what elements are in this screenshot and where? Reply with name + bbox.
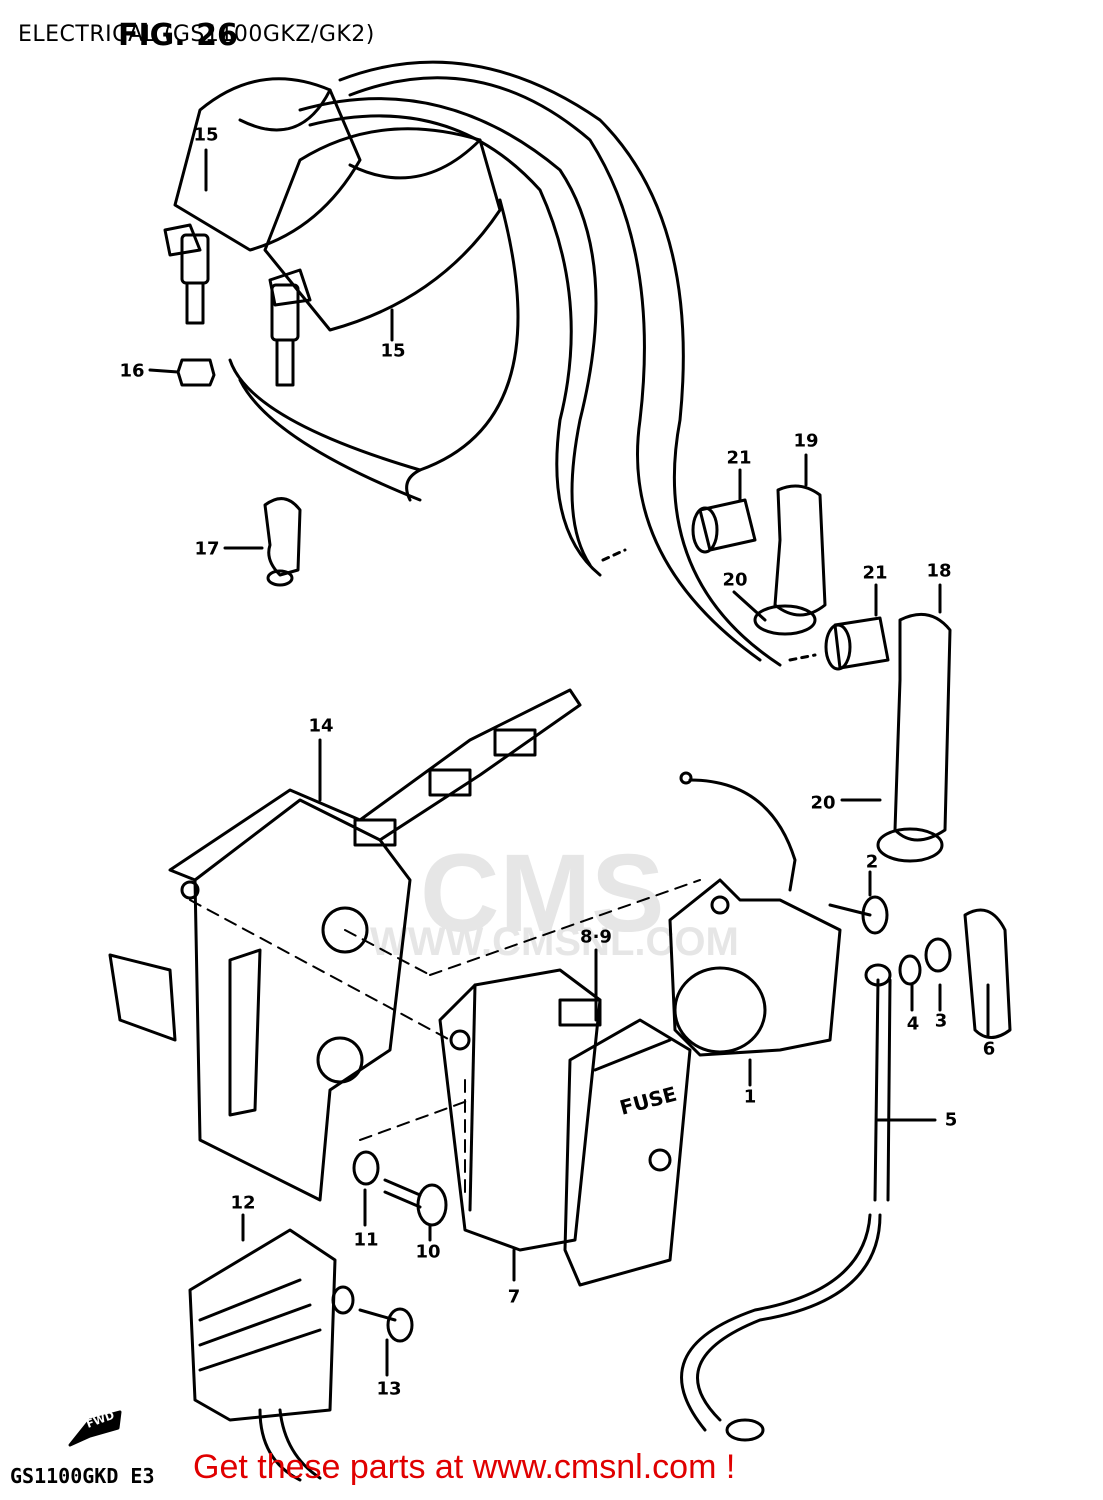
- terminal-boot-6: [963, 908, 1012, 1039]
- callout-20-upper: 20: [722, 569, 748, 591]
- screw-10: [383, 1178, 448, 1227]
- ignition-coil-lower: [263, 127, 502, 387]
- fuse-label: FUSE: [617, 1082, 679, 1120]
- figure-number: FIG. 26: [118, 18, 238, 53]
- plug-cap-18: [876, 612, 952, 863]
- nut-16: [148, 358, 216, 387]
- assembly-lines: [189, 879, 701, 1201]
- callout-16: 16: [119, 360, 145, 382]
- callout-15-lower: 15: [380, 340, 406, 362]
- mounting-bracket-14: [108, 688, 582, 1202]
- callout-18: 18: [926, 560, 952, 582]
- seal-21-upper: [691, 498, 757, 554]
- screw-2: [828, 895, 889, 935]
- page-title: ELECTRICAL (GS1100GKZ/GK2): [18, 22, 375, 47]
- callout-4: 4: [906, 1013, 920, 1035]
- washer-4: [898, 954, 922, 986]
- fuse-box-7: [438, 968, 602, 1252]
- callout-7: 7: [507, 1286, 521, 1308]
- clamp-17: [223, 497, 302, 587]
- callout-15-upper: 15: [193, 124, 219, 146]
- forward-arrow-icon: [68, 1410, 122, 1447]
- callout-6: 6: [982, 1038, 996, 1060]
- spark-plug-leads: [228, 60, 817, 667]
- ignition-coil-upper: [163, 77, 362, 325]
- callout-11: 11: [353, 1229, 379, 1251]
- watermark-logo: CMS: [420, 832, 665, 955]
- model-code: GS1100GKD E3: [10, 1464, 155, 1488]
- callout-2: 2: [865, 851, 879, 873]
- callout-10: 10: [415, 1241, 441, 1263]
- washer-11: [352, 1150, 380, 1186]
- nut-3: [924, 937, 952, 973]
- seal-21-lower: [824, 616, 890, 671]
- watermark-url: WWW.CMSNL.COM: [370, 920, 739, 964]
- callout-12: 12: [230, 1192, 256, 1214]
- callout-13: 13: [376, 1378, 402, 1400]
- plug-cap-19: [753, 484, 827, 636]
- screw-13: [358, 1307, 414, 1343]
- callout-21-upper: 21: [726, 447, 752, 469]
- callout-17: 17: [194, 538, 220, 560]
- callout-8-9: 8·9: [580, 926, 612, 948]
- promo-link[interactable]: Get these parts at www.cmsnl.com !: [193, 1448, 736, 1486]
- callout-21-lower: 21: [862, 562, 888, 584]
- callout-20-lower: 20: [810, 792, 836, 814]
- callout-3: 3: [934, 1010, 948, 1032]
- callout-19: 19: [793, 430, 819, 452]
- regulator-12: [188, 1228, 355, 1482]
- callout-1: 1: [743, 1086, 757, 1108]
- leader-lines: [204, 148, 990, 1377]
- starter-relay-1: [668, 771, 842, 1057]
- callout-5: 5: [944, 1109, 958, 1131]
- battery-lead-5: [680, 963, 892, 1442]
- fuse-cover: [563, 1018, 692, 1287]
- callout-14: 14: [308, 715, 334, 737]
